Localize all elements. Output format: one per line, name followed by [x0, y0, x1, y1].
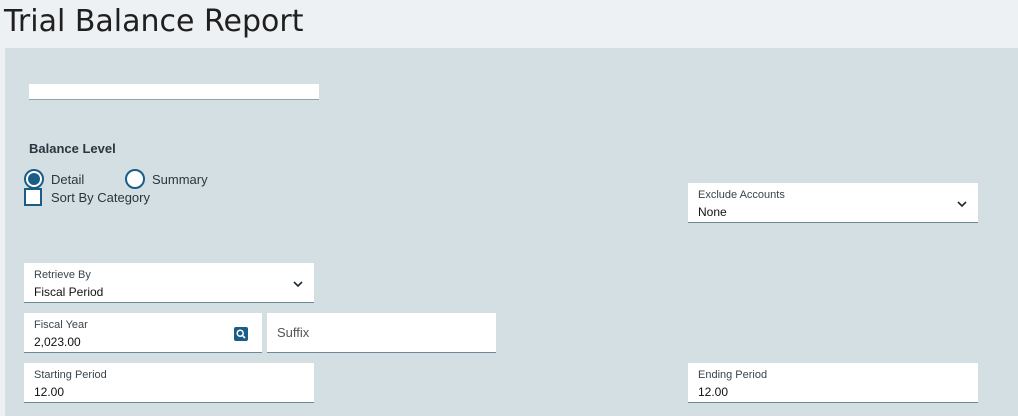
radio-unselected-icon [125, 169, 145, 189]
page-title: Trial Balance Report [4, 4, 304, 39]
ending-period-field[interactable]: Ending Period 12.00 [688, 363, 978, 403]
exclude-accounts-dropdown[interactable]: Exclude Accounts None [688, 183, 978, 223]
retrieve-by-dropdown[interactable]: Retrieve By Fiscal Period [24, 263, 314, 303]
fiscal-year-field[interactable]: Fiscal Year 2,023.00 [24, 313, 262, 353]
fiscal-year-label: Fiscal Year [34, 319, 88, 331]
clipped-input-field[interactable] [29, 84, 319, 100]
retrieve-by-value: Fiscal Period [34, 285, 104, 299]
radio-summary[interactable]: Summary [125, 168, 208, 190]
radio-detail[interactable]: Detail [24, 168, 84, 190]
report-options-panel: Balance Level Detail Summary Sort By Cat… [5, 48, 1018, 416]
page-header: Trial Balance Report [0, 0, 1018, 48]
ending-period-label: Ending Period [698, 369, 768, 381]
balance-level-label: Balance Level [29, 141, 116, 156]
search-lookup-icon[interactable] [234, 327, 248, 341]
sort-by-category-checkbox[interactable]: Sort By Category [24, 188, 150, 206]
radio-summary-label: Summary [152, 171, 208, 187]
chevron-down-icon [293, 281, 303, 288]
starting-period-value: 12.00 [34, 385, 65, 399]
starting-period-label: Starting Period [34, 369, 107, 381]
retrieve-by-label: Retrieve By [34, 269, 91, 281]
suffix-placeholder: Suffix [277, 325, 310, 340]
sort-by-category-label: Sort By Category [51, 189, 150, 205]
exclude-accounts-value: None [698, 205, 727, 219]
fiscal-year-value: 2,023.00 [34, 335, 81, 349]
suffix-field[interactable]: Suffix [267, 313, 496, 353]
checkbox-unchecked-icon [24, 188, 42, 206]
chevron-down-icon [957, 201, 967, 208]
ending-period-value: 12.00 [698, 385, 729, 399]
radio-selected-icon [24, 169, 44, 189]
exclude-accounts-label: Exclude Accounts [698, 189, 785, 201]
starting-period-field[interactable]: Starting Period 12.00 [24, 363, 314, 403]
radio-detail-label: Detail [51, 171, 85, 187]
